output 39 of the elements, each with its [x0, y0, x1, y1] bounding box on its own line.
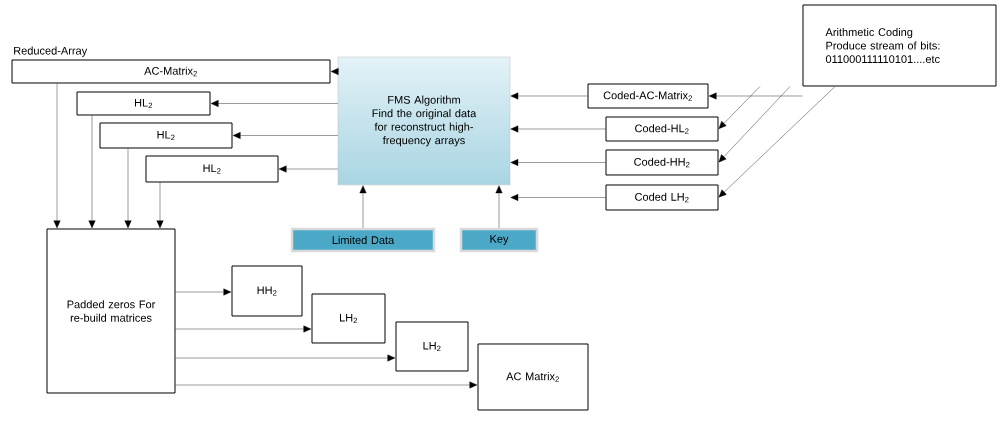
arrow [708, 92, 803, 100]
arrow [53, 83, 61, 229]
process-box: AC-Matrix$_{2}$ [11, 59, 331, 84]
arrow [278, 165, 338, 173]
process-box: Arithmetic Coding Produce stream of bits: 011000111110101....etc [802, 4, 997, 87]
process-box: Coded-AC-Matrix$_{2}$ [587, 83, 709, 109]
arrow [330, 68, 339, 75]
algorithm-box: FMS Algorithm Find the original data for reconstruct high-frequency arrays [337, 56, 511, 186]
arrow [88, 115, 96, 229]
arrow [210, 100, 338, 107]
arrow [156, 182, 164, 229]
process-box: Padded zeros For re-build matrices [46, 228, 176, 394]
arrow [718, 86, 761, 129]
process-box: LH$_{2}$ [395, 321, 469, 372]
arrow [175, 381, 478, 389]
process-box: AC Matrix$_{2}$ [477, 343, 589, 411]
process-box: LH$_{2}$ [311, 293, 386, 344]
arrow [495, 185, 503, 228]
process-box: HL$_{2}$ [99, 122, 233, 149]
arrow [718, 86, 836, 198]
arrow [232, 132, 338, 139]
process-box: HL$_{2}$ [145, 155, 279, 183]
arrow [175, 354, 396, 362]
arrow [510, 159, 606, 166]
process-box: HL$_{2}$ [76, 91, 211, 116]
arrow [510, 194, 606, 201]
arrow [124, 148, 132, 229]
arrow [510, 125, 606, 133]
arrow [175, 325, 312, 333]
arrow [359, 185, 367, 228]
arrow [718, 86, 791, 163]
input-box: Key [459, 227, 539, 253]
process-box: Coded-HH$_{2}$ [605, 149, 719, 176]
process-box: Coded-HL$_{2}$ [605, 116, 719, 142]
process-box: HH$_{2}$ [231, 265, 303, 317]
arrow [175, 288, 232, 296]
arrow [510, 92, 588, 100]
process-box: Coded LH$_{2}$ [605, 184, 719, 211]
input-box: Limited Data [290, 227, 436, 253]
